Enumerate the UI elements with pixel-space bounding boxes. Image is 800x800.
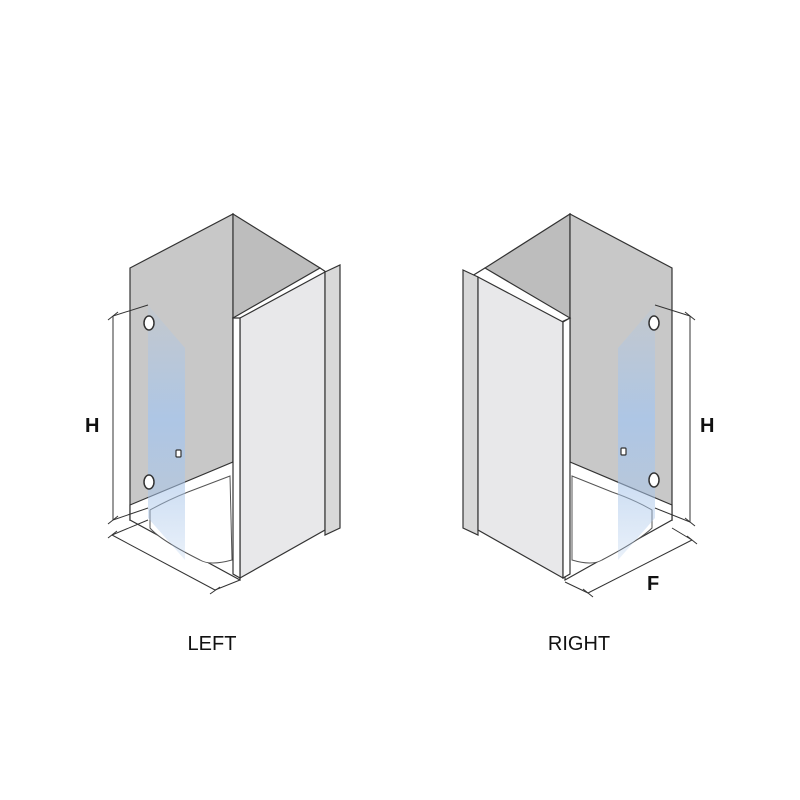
door-knob-icon <box>175 449 182 458</box>
top-hinge-icon <box>143 315 155 331</box>
door-knob-icon <box>620 447 627 456</box>
side-panel <box>477 276 564 580</box>
height-dimension <box>107 304 149 525</box>
side-panel <box>239 270 326 580</box>
right-enclosure: H F RIGHT <box>462 212 714 655</box>
bottom-hinge-icon <box>648 472 660 488</box>
height-dimension <box>654 304 696 527</box>
right-width-label: F <box>647 573 659 595</box>
glass-door <box>618 305 655 560</box>
width-dimension <box>107 519 241 595</box>
right-caption: RIGHT <box>548 633 610 655</box>
right-height-label: H <box>700 415 714 437</box>
bottom-hinge-icon <box>143 474 155 490</box>
top-hinge-icon <box>648 315 660 331</box>
left-height-label: H <box>85 415 99 437</box>
left-enclosure: H LEFT <box>85 212 341 655</box>
left-caption: LEFT <box>188 633 237 655</box>
side-panel-front-edge <box>232 317 241 580</box>
side-panel-edge <box>462 269 479 536</box>
width-dimension <box>564 527 698 598</box>
side-panel-front-edge <box>562 316 571 580</box>
side-panel-edge <box>324 264 341 536</box>
glass-door <box>148 305 185 560</box>
